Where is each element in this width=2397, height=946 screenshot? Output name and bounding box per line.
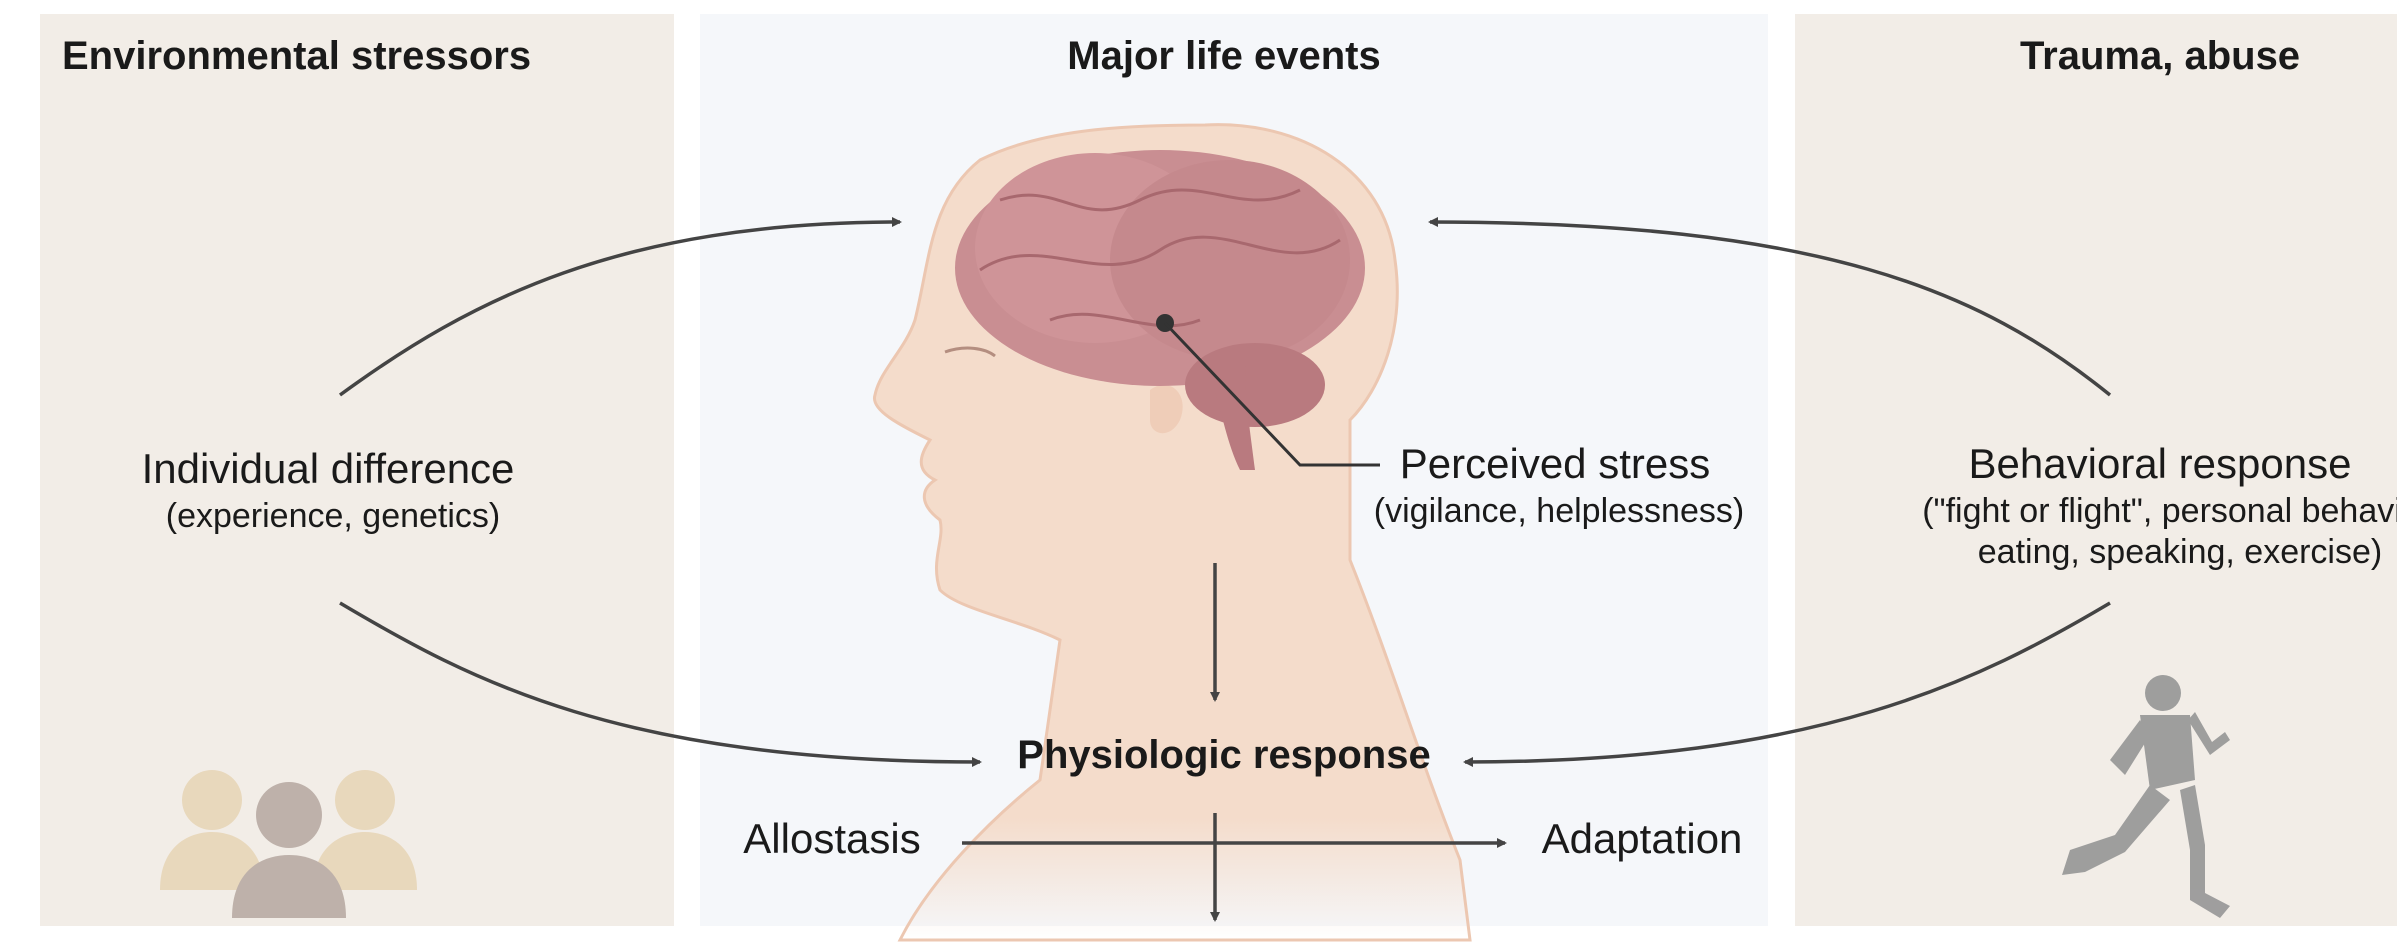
- arrow-individual-to-brain: [340, 222, 900, 395]
- arrow-behavioral-to-brain: [1430, 222, 2110, 395]
- dna-people-icon: [160, 770, 417, 918]
- arrow-individual-to-physiologic: [340, 603, 980, 762]
- perceived-stress-sub: (vigilance, helplessness): [1374, 492, 1744, 531]
- head-brain-illustration: [874, 125, 1470, 940]
- perceived-stress-label: Perceived stress: [1400, 440, 1710, 488]
- title-environmental-stressors: Environmental stressors: [62, 34, 531, 79]
- title-major-life-events: Major life events: [1067, 34, 1380, 79]
- behavioral-response-sub-2: eating, speaking, exercise): [1978, 533, 2382, 572]
- arrow-behavioral-to-physiologic: [1465, 603, 2110, 762]
- behavioral-response-sub-1: ("fight or flight", personal behavi: [1922, 492, 2397, 531]
- individual-difference-label: Individual difference: [142, 445, 515, 493]
- individual-difference-sub: (experience, genetics): [166, 497, 501, 536]
- allostasis-label: Allostasis: [743, 815, 920, 863]
- physiologic-response-label: Physiologic response: [1017, 733, 1430, 778]
- title-trauma-abuse: Trauma, abuse: [2020, 34, 2300, 79]
- runner-icon: [2062, 675, 2230, 918]
- behavioral-response-label: Behavioral response: [1969, 440, 2352, 488]
- adaptation-label: Adaptation: [1542, 815, 1743, 863]
